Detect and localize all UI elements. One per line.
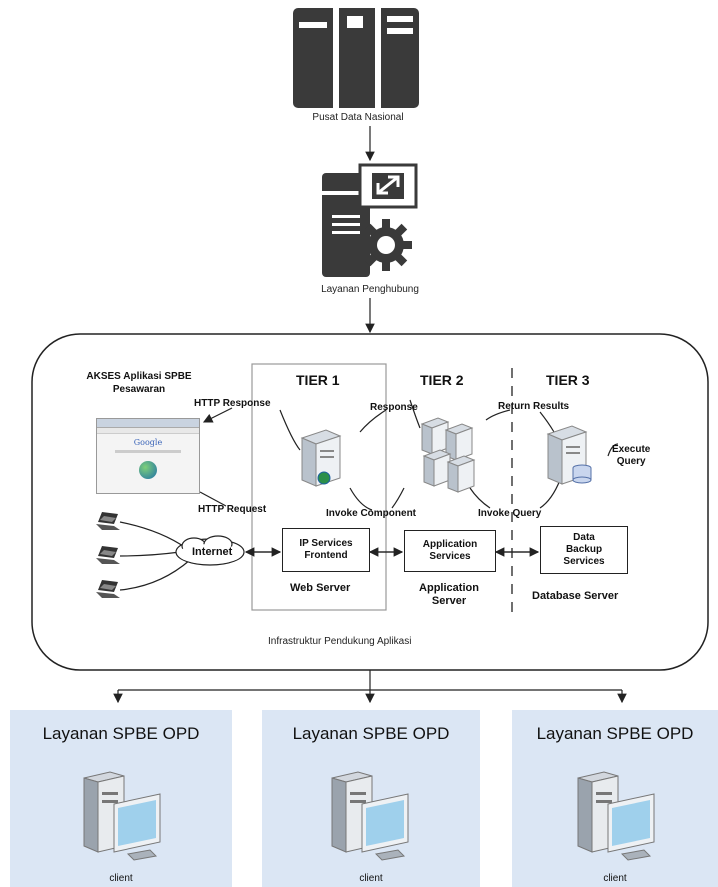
http-response-label: HTTP Response [194, 398, 271, 409]
laptop-icon-2 [96, 546, 122, 566]
application-server-line1: Application [419, 582, 479, 594]
application-server-label: Application Server [404, 582, 494, 608]
opd-title-1: Layanan SPBE OPD [42, 724, 200, 743]
tier1-box [251, 363, 387, 611]
client-label-1: client [109, 873, 133, 884]
ip-services-line2: Frontend [304, 550, 348, 561]
internet-label: Internet [192, 546, 233, 558]
infra-caption: Infrastruktur Pendukung Aplikasi [268, 636, 412, 647]
opd-title-2: Layanan SPBE OPD [292, 724, 450, 743]
client-label-3: client [603, 873, 627, 884]
client-computer-icon-2 [328, 770, 414, 866]
invoke-component-label: Invoke Component [326, 508, 417, 519]
app-services-line2: Services [429, 551, 471, 562]
application-services-box: Application Services [404, 530, 496, 572]
globe-icon [139, 461, 157, 479]
http-request-label: HTTP Request [198, 504, 267, 515]
execute-query-line2: Query [616, 456, 646, 467]
data-backup-box: Data Backup Services [540, 526, 628, 574]
opd-panel-2: Layanan SPBE OPD client [262, 710, 480, 887]
akses-title: AKSES Aplikasi SPBE Pesawaran [74, 370, 204, 396]
client-computer-icon-1 [80, 770, 166, 866]
opd-title-3: Layanan SPBE OPD [536, 724, 694, 743]
tier2-label: TIER 2 [420, 372, 464, 388]
akses-title-line1: AKSES Aplikasi SPBE [86, 371, 192, 382]
opd-panel-1: Layanan SPBE OPD client [10, 710, 232, 887]
data-backup-line2: Backup [565, 544, 603, 555]
tier1-label: TIER 1 [296, 372, 340, 388]
return-results-label: Return Results [498, 401, 570, 412]
client-label-2: client [359, 873, 383, 884]
akses-title-line2: Pesawaran [112, 384, 166, 395]
laptop-icon-1 [96, 512, 122, 532]
database-server-label: Database Server [532, 590, 619, 602]
execute-query-label: Execute Query [612, 444, 650, 468]
laptop-icon-3 [96, 580, 122, 600]
data-backup-line3: Services [563, 556, 605, 567]
browser-window-icon: Google [96, 418, 200, 494]
database-server-icon [542, 424, 600, 488]
client-computer-icon-3 [574, 770, 660, 866]
app-services-line1: Application [422, 539, 478, 550]
tier3-label: TIER 3 [546, 372, 590, 388]
web-server-label: Web Server [290, 582, 351, 594]
web-server-icon [296, 428, 346, 490]
browser-logo: Google [133, 438, 163, 447]
ip-services-box: IP Services Frontend [282, 528, 370, 572]
invoke-query-label: Invoke Query [478, 508, 542, 519]
pusat-data-label: Pusat Data Nasional [312, 112, 404, 123]
pusat-data-server-icon [293, 8, 419, 108]
layanan-penghubung-label: Layanan Penghubung [321, 284, 419, 295]
application-server-line2: Server [431, 595, 467, 607]
data-backup-line1: Data [573, 532, 595, 543]
application-server-icon [418, 416, 478, 493]
response-label: Response [370, 402, 418, 413]
execute-query-line1: Execute [612, 444, 651, 455]
layanan-penghubung-icon [322, 163, 418, 277]
internet-cloud-icon [175, 535, 245, 566]
ip-services-line1: IP Services [299, 538, 353, 549]
opd-panel-3: Layanan SPBE OPD client [512, 710, 718, 887]
